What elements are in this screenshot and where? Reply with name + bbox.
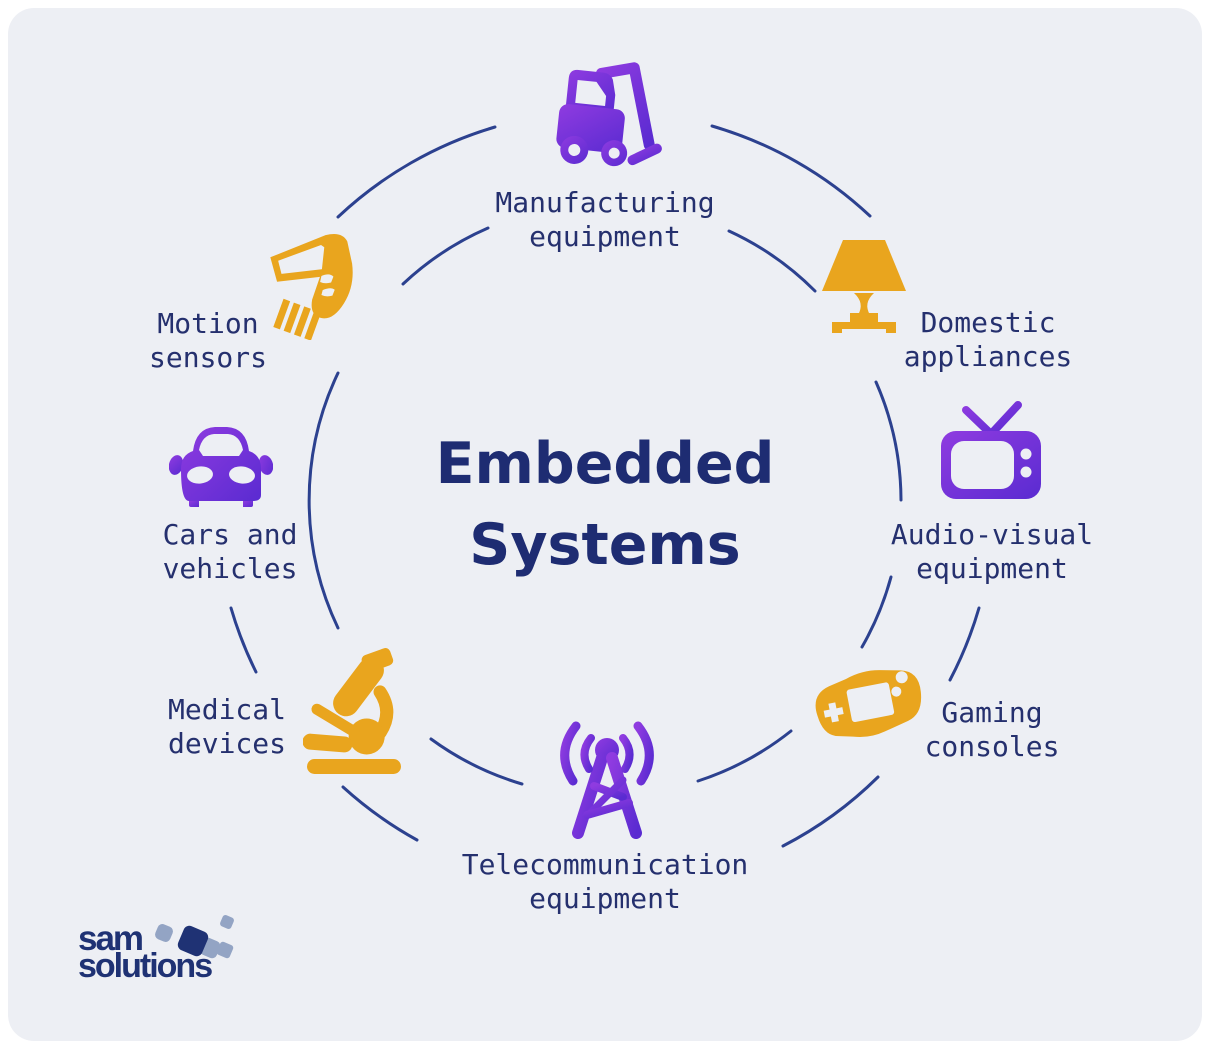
title-line-2: Systems bbox=[469, 512, 741, 578]
label-cars-and-vehicles: Cars and vehicles bbox=[162, 518, 298, 585]
title-line-1: Embedded bbox=[435, 431, 775, 497]
label-gaming-consoles: Gaming consoles bbox=[924, 696, 1060, 763]
microscope-icon bbox=[303, 647, 413, 777]
label-medical-devices: Medical devices bbox=[167, 693, 287, 760]
tv-icon bbox=[939, 401, 1043, 501]
label-telecommunication-equipment: Telecommunication equipment bbox=[461, 848, 749, 915]
table-lamp-icon bbox=[822, 239, 906, 335]
forklift-icon bbox=[543, 56, 667, 176]
car-icon bbox=[169, 419, 273, 509]
label-motion-sensors: Motion sensors bbox=[148, 307, 268, 374]
label-domestic-appliances: Domestic appliances bbox=[903, 306, 1073, 373]
sam-solutions-logo: sam solutions bbox=[78, 919, 213, 985]
radio-tower-icon bbox=[549, 719, 665, 841]
logo-text-solutions: solutions bbox=[78, 947, 213, 985]
handheld-console-icon bbox=[809, 652, 929, 754]
label-audio-visual-equipment: Audio-visual equipment bbox=[890, 518, 1094, 585]
barcode-scanner-icon bbox=[265, 228, 377, 340]
logo-text-sam: sam bbox=[78, 919, 144, 958]
diagram-title: Embedded Systems bbox=[436, 424, 775, 586]
background-panel bbox=[8, 8, 1202, 1041]
label-manufacturing-equipment: Manufacturing equipment bbox=[495, 186, 715, 253]
